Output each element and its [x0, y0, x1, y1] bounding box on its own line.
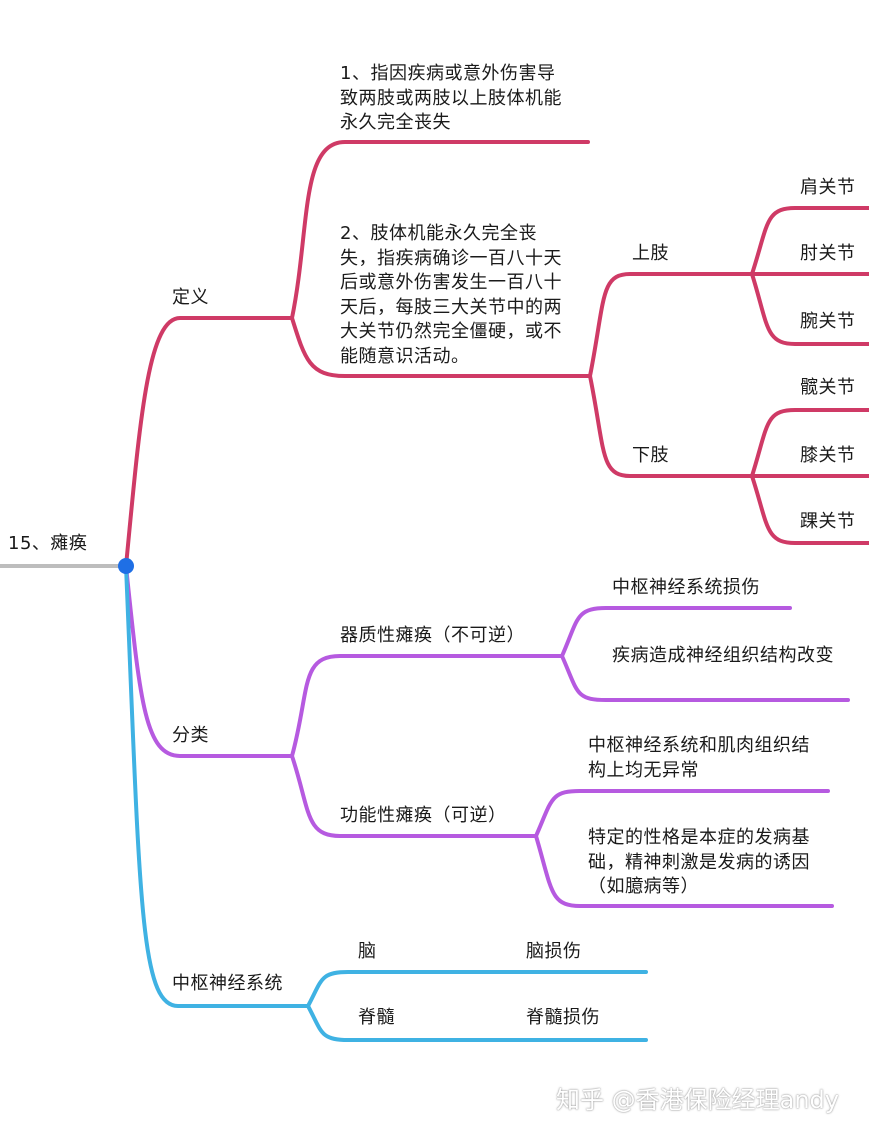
node-lower-limb: 下肢	[632, 445, 669, 466]
root-node-dot	[118, 558, 134, 574]
branch-item2	[290, 316, 592, 378]
node-elbow-joint: 肘关节	[800, 243, 856, 264]
branch-shoulder	[750, 206, 869, 276]
cns-branches	[124, 564, 648, 1042]
classification-branches	[124, 564, 850, 908]
node-cns: 中枢神经系统	[172, 973, 283, 994]
node-knee-joint: 膝关节	[800, 445, 856, 466]
branch-cns	[124, 564, 310, 1008]
node-ankle-joint: 踝关节	[800, 511, 856, 532]
node-classification: 分类	[172, 725, 209, 746]
branch-definition	[124, 316, 294, 568]
branch-item1	[290, 140, 590, 320]
branch-functional-2	[534, 834, 834, 908]
branch-classification	[124, 564, 294, 758]
watermark: 知乎 @香港保险经理andy	[556, 1086, 839, 1114]
branch-ankle	[750, 474, 869, 545]
node-shoulder-joint: 肩关节	[800, 177, 856, 198]
node-organic-item2: 疾病造成神经组织结构改变	[612, 645, 834, 666]
node-hip-joint: 髋关节	[800, 377, 856, 398]
branch-spinal	[306, 1004, 648, 1042]
branch-upper-limb	[588, 272, 754, 378]
branch-lower-limb	[588, 374, 754, 478]
branch-wrist	[750, 272, 869, 346]
node-organic-paralysis: 器质性瘫痪（不可逆）	[340, 625, 525, 646]
branch-brain	[306, 970, 648, 1008]
node-definition-item2: 2、肢体机能永久完全丧失，指疾病确诊一百八十天后或意外伤害发生一百八十天后，每肢…	[340, 223, 562, 367]
node-upper-limb: 上肢	[632, 243, 669, 264]
node-definition-item1: 1、指因疾病或意外伤害导致两肢或两肢以上肢体机能永久完全丧失	[340, 63, 562, 133]
branch-functional-1	[534, 789, 830, 838]
node-spinal-injury: 脊髓损伤	[526, 1007, 600, 1028]
definition-branches	[124, 140, 869, 568]
node-functional-item2: 特定的性格是本症的发病基础，精神刺激是发病的诱因（如臆病等）	[588, 827, 810, 897]
branch-organic	[290, 654, 564, 758]
branch-functional	[290, 754, 538, 838]
node-brain: 脑	[358, 941, 377, 962]
node-spinal-cord: 脊髓	[358, 1007, 395, 1028]
branch-organic-1	[560, 606, 792, 658]
node-definition: 定义	[172, 287, 209, 308]
node-wrist-joint: 腕关节	[800, 311, 856, 332]
branch-hip	[750, 408, 869, 478]
node-organic-item1: 中枢神经系统损伤	[612, 577, 760, 598]
node-functional-paralysis: 功能性瘫痪（可逆）	[340, 805, 507, 826]
root-node-label: 15、瘫痪	[8, 533, 88, 554]
node-functional-item1: 中枢神经系统和肌肉组织结构上均无异常	[588, 735, 810, 781]
node-brain-injury: 脑损伤	[526, 941, 582, 962]
branch-organic-2	[560, 654, 850, 702]
